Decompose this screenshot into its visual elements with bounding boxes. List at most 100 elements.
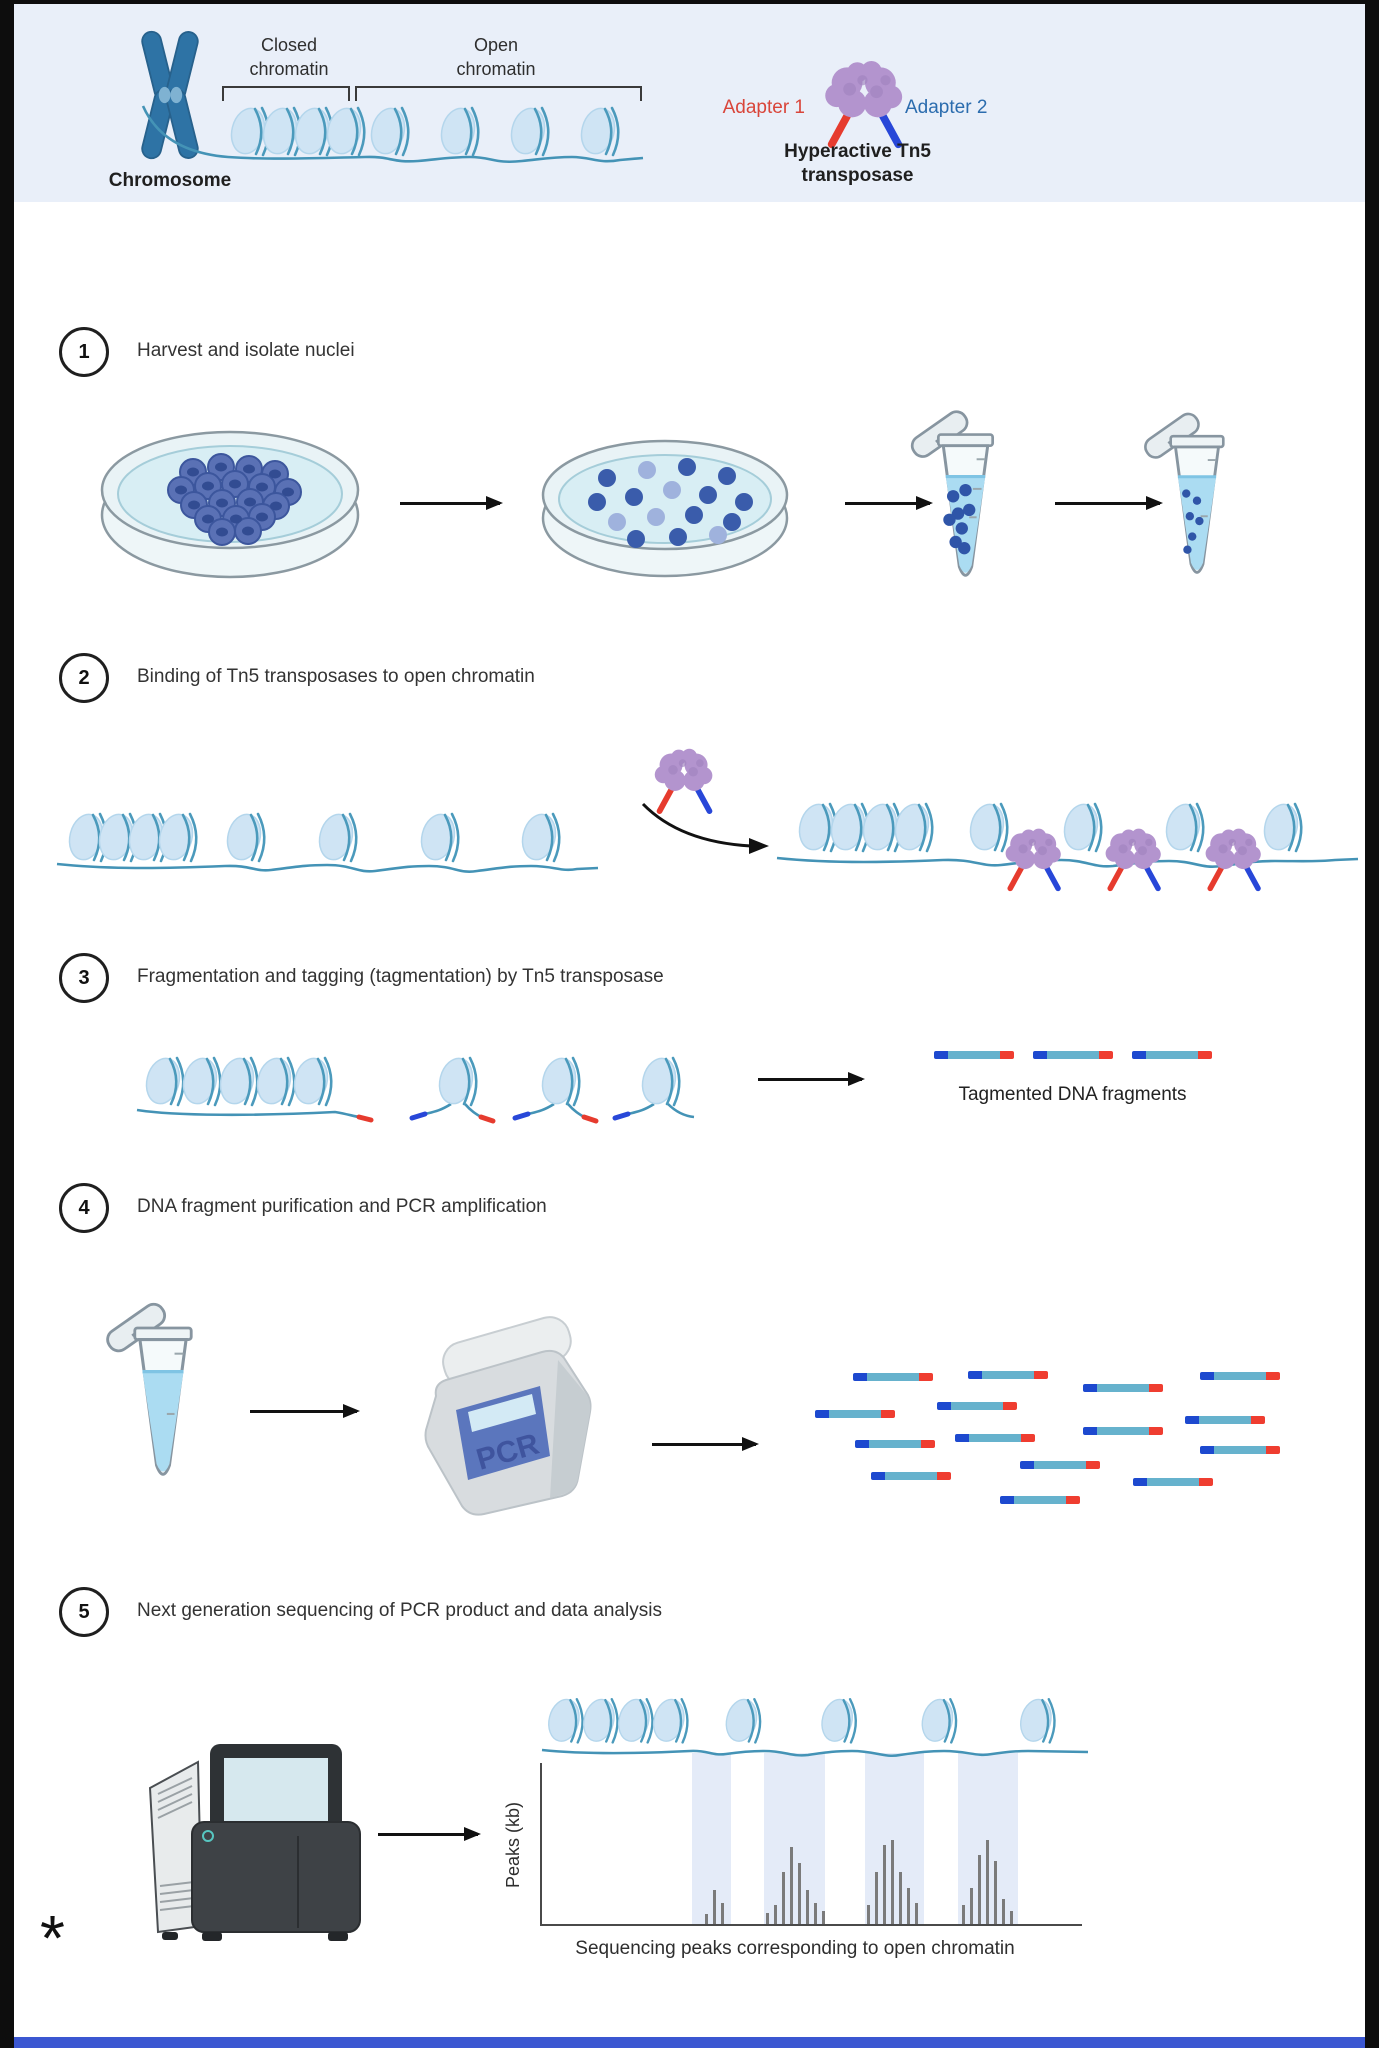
bottom-bar bbox=[14, 2037, 1365, 2048]
step-5-number: 5 bbox=[59, 1587, 109, 1637]
peak-bar bbox=[814, 1903, 817, 1924]
open-chromatin-bracket bbox=[355, 86, 642, 101]
tube-isolated-nuclei bbox=[1144, 412, 1225, 574]
arrow-step1-b bbox=[845, 496, 933, 510]
step-5-digit: 5 bbox=[78, 1600, 90, 1623]
peak-bar bbox=[986, 1840, 989, 1924]
peak-bar bbox=[774, 1905, 777, 1924]
dna-fragment bbox=[1200, 1372, 1280, 1380]
dna-fragment bbox=[1033, 1051, 1113, 1059]
chromosome-icon bbox=[141, 30, 199, 160]
open-chromatin-bands bbox=[540, 1753, 1080, 1924]
nuclei-dots bbox=[943, 483, 976, 555]
open-chromatin-band bbox=[692, 1753, 731, 1924]
sequencer-machine bbox=[148, 1744, 361, 1941]
peak-bar-cluster bbox=[705, 1890, 724, 1924]
peak-bar bbox=[766, 1913, 769, 1924]
step-2-digit: 2 bbox=[78, 666, 90, 689]
step-4-digit: 4 bbox=[78, 1196, 90, 1219]
tn5-binding-arrow bbox=[641, 742, 769, 854]
peak-bar bbox=[867, 1905, 870, 1924]
adapter1-label: Adapter 1 bbox=[722, 97, 805, 118]
peak-bar bbox=[705, 1914, 708, 1924]
dna-fragment bbox=[934, 1051, 1014, 1059]
dna-fragment bbox=[871, 1472, 951, 1480]
peak-bar bbox=[907, 1888, 910, 1924]
peaks-plot bbox=[540, 1763, 1082, 1926]
peak-bar-cluster bbox=[867, 1840, 918, 1924]
peak-bar bbox=[891, 1840, 894, 1924]
peak-bar bbox=[915, 1903, 918, 1924]
sequencer-screen bbox=[224, 1758, 328, 1832]
peak-bar bbox=[721, 1903, 724, 1924]
peaks-y-axis-label: Peaks (kb) bbox=[503, 1801, 523, 1889]
peak-bar bbox=[978, 1855, 981, 1924]
step-5-title: Next generation sequencing of PCR produc… bbox=[137, 1600, 662, 1621]
petri-dish-dissociated-nuclei bbox=[541, 439, 789, 578]
dna-fragment bbox=[1200, 1446, 1280, 1454]
peak-bar bbox=[962, 1905, 965, 1924]
peak-bar bbox=[1010, 1911, 1013, 1924]
tube-nuclei-suspension bbox=[910, 410, 995, 577]
step-1-number: 1 bbox=[59, 327, 109, 377]
adapter2-label: Adapter 2 bbox=[905, 97, 988, 118]
chromosome-label: Chromosome bbox=[108, 170, 232, 191]
pcr-machine: PCR bbox=[424, 1316, 592, 1516]
dna-fragment bbox=[1132, 1051, 1212, 1059]
arrow-step1-c bbox=[1055, 496, 1163, 510]
dna-fragment bbox=[1000, 1496, 1080, 1504]
dna-fragment bbox=[937, 1402, 1017, 1410]
amplified-fragments-cloud bbox=[790, 1360, 1290, 1510]
step-3-title: Fragmentation and tagging (tagmentation)… bbox=[137, 966, 664, 987]
peak-bar bbox=[994, 1861, 997, 1924]
tube-purified-dna bbox=[106, 1302, 193, 1476]
peak-bar bbox=[822, 1911, 825, 1924]
peak-bar bbox=[790, 1847, 793, 1924]
dna-fragment bbox=[1185, 1416, 1265, 1424]
peak-bar-cluster bbox=[962, 1840, 1013, 1924]
arrow-step3 bbox=[758, 1072, 865, 1086]
peak-bar bbox=[713, 1890, 716, 1924]
arrow-step5 bbox=[378, 1827, 481, 1841]
peak-bar bbox=[899, 1872, 902, 1924]
arrow-step4-b bbox=[652, 1437, 759, 1451]
arrow-step1-a bbox=[400, 496, 503, 510]
closed-chromatin-bracket bbox=[222, 86, 350, 101]
step-3-digit: 3 bbox=[78, 966, 90, 989]
petri-dish-adherent-cells bbox=[100, 430, 360, 579]
step-4-title: DNA fragment purification and PCR amplif… bbox=[137, 1196, 547, 1217]
dna-fragment bbox=[1083, 1427, 1163, 1435]
dna-fragment bbox=[855, 1440, 935, 1448]
peak-bar bbox=[970, 1888, 973, 1924]
chromatin-fiber-over-peaks bbox=[541, 1695, 1089, 1757]
dna-fragment bbox=[968, 1371, 1048, 1379]
bound-tn5-transposases bbox=[1006, 829, 1261, 889]
peak-bar bbox=[798, 1863, 801, 1924]
dna-fragment bbox=[1133, 1478, 1213, 1486]
chromatin-fiber-before-binding bbox=[56, 809, 599, 873]
step-2-title: Binding of Tn5 transposases to open chro… bbox=[137, 666, 535, 687]
closed-chromatin-label: Closed chromatin bbox=[249, 35, 329, 79]
peaks-x-axis-label: Sequencing peaks corresponding to open c… bbox=[575, 1938, 1015, 1959]
open-chromatin-label: Open chromatin bbox=[456, 35, 536, 79]
dna-fragment bbox=[1020, 1461, 1100, 1469]
footnote-asterisk: * bbox=[40, 1902, 65, 1974]
peak-bar bbox=[782, 1872, 785, 1924]
step-1-title: Harvest and isolate nuclei bbox=[137, 340, 355, 361]
step-3-number: 3 bbox=[59, 953, 109, 1003]
header-chromatin-fiber bbox=[141, 103, 644, 163]
top-edge bbox=[0, 0, 1379, 4]
tagmented-fragments-label: Tagmented DNA fragments bbox=[958, 1084, 1187, 1105]
peak-bar bbox=[883, 1845, 886, 1924]
step-1-digit: 1 bbox=[78, 340, 90, 363]
dna-fragment bbox=[1083, 1384, 1163, 1392]
open-chromatin-band bbox=[764, 1753, 825, 1924]
dna-fragment bbox=[853, 1373, 933, 1381]
dna-fragment bbox=[815, 1410, 895, 1418]
peak-bar-cluster bbox=[766, 1847, 825, 1924]
header-panel: Chromosome Closed chromatin Open chromat… bbox=[14, 4, 1365, 202]
scattered-nuclei bbox=[588, 458, 753, 548]
left-edge bbox=[0, 0, 14, 2048]
open-chromatin-band bbox=[865, 1753, 924, 1924]
